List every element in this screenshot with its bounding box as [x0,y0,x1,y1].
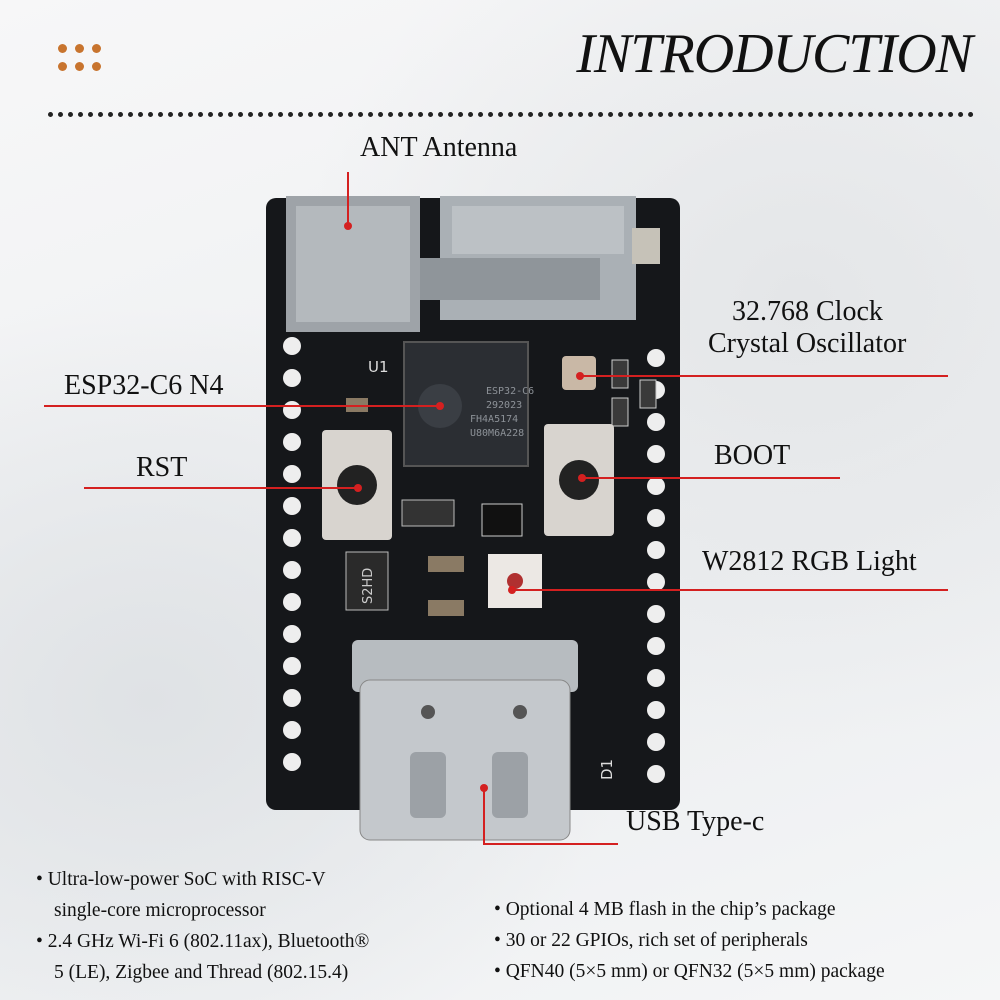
silk-d1: D1 [598,759,616,780]
feature-list-left: • Ultra-low-power SoC with RISC-V single… [36,864,369,988]
pin-holes-left [283,337,301,771]
chip-marking-line-4: U80M6A228 [470,428,524,439]
smd-part [428,600,464,616]
feature-item: • 30 or 22 GPIOs, rich set of peripheral… [494,930,808,951]
usb-c-connector-component [352,640,578,841]
label-boot: BOOT [714,440,791,471]
callout-line-usb [483,788,618,845]
feature-item: • Optional 4 MB flash in the chip’s pack… [494,899,836,920]
callout-markers [344,222,586,792]
label-antenna: ANT Antenna [360,132,518,163]
label-clock-line1: 32.768 Clock [732,296,883,327]
smd-part [611,397,629,427]
antenna-connector [632,228,660,264]
silk-ldo: S2HD [361,568,376,604]
label-rst: RST [136,452,188,483]
feature-list-right: • Optional 4 MB flash in the chip’s pack… [494,894,885,987]
feature-item: • Ultra-low-power SoC with RISC-V [36,869,326,890]
brand-dots-icon [58,44,118,78]
diode [401,499,455,527]
label-chip: ESP32-C6 N4 [64,370,224,401]
page-title: INTRODUCTION [576,23,973,85]
feature-item: • 2.4 GHz Wi-Fi 6 (802.11ax), Bluetooth® [36,931,370,952]
feature-item-cont: single-core microprocessor [54,900,266,921]
rgb-led-component [488,554,542,608]
silk-u1: U1 [368,358,389,376]
esp32-chip: ESP32-C6 292023 FH4A5174 U80M6A228 [403,341,534,467]
callout-lines [44,172,948,845]
antenna-shield [286,196,636,332]
feature-item: • QFN40 (5×5 mm) or QFN32 (5×5 mm) packa… [494,961,885,982]
label-clock-line2: Crystal Oscillator [708,328,907,359]
feature-item-cont: 5 (LE), Zigbee and Thread (802.15.4) [54,962,349,983]
label-usb: USB Type-c [626,806,765,837]
chip-marking-line-1: ESP32-C6 [486,386,534,397]
title-divider [48,112,974,117]
chip-marking-line-3: FH4A5174 [470,414,518,425]
chip-marking-line-2: 292023 [486,400,522,411]
smd-part [428,556,464,572]
label-rgb: W2812 RGB Light [702,546,917,577]
smd-part [639,379,657,409]
pin-holes-right [647,349,665,783]
ldo-regulator [345,551,389,611]
smd-part [611,359,629,389]
smd-part [481,503,523,537]
